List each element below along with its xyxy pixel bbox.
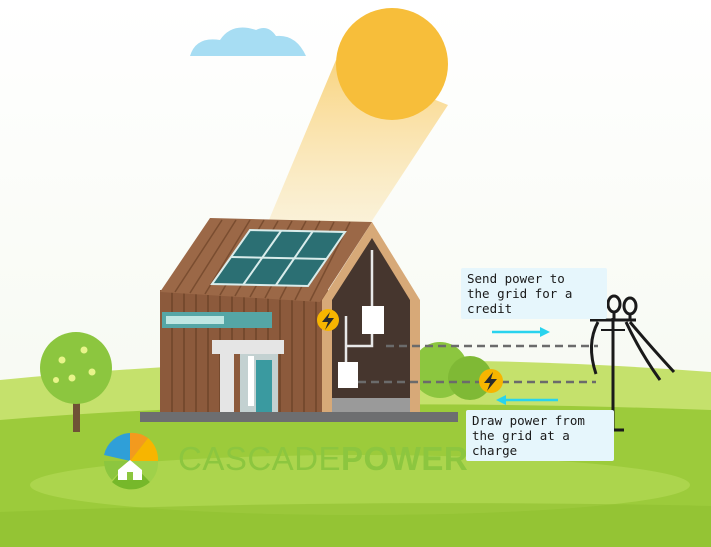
draw-power-label: Draw power from the grid at a charge [466,410,614,461]
arrow-send-to-grid [492,327,550,337]
brand-wordmark: CASCADEPOWER [178,439,468,479]
interior-wiring [344,250,374,362]
grid-connection-lines [358,344,598,384]
cloud [190,27,306,56]
ground-highlight [30,455,690,515]
send-power-label: Send power to the grid for a credit [461,268,607,319]
meter-box [338,362,358,388]
tree [40,332,112,432]
cascade-power-logo-icon [104,432,159,490]
house-foundation [140,412,458,422]
solar-panel [210,228,347,288]
brand-name-part2: POWER [341,440,469,477]
lightning-bolt-icon [479,369,503,393]
inverter-box [362,306,384,334]
lightning-bolt-icon [317,309,339,331]
brand-name-part1: CASCADE [178,440,342,477]
bushes [412,342,492,400]
house-door [212,340,284,412]
arrow-draw-from-grid [496,395,558,405]
sun-icon [336,8,448,120]
